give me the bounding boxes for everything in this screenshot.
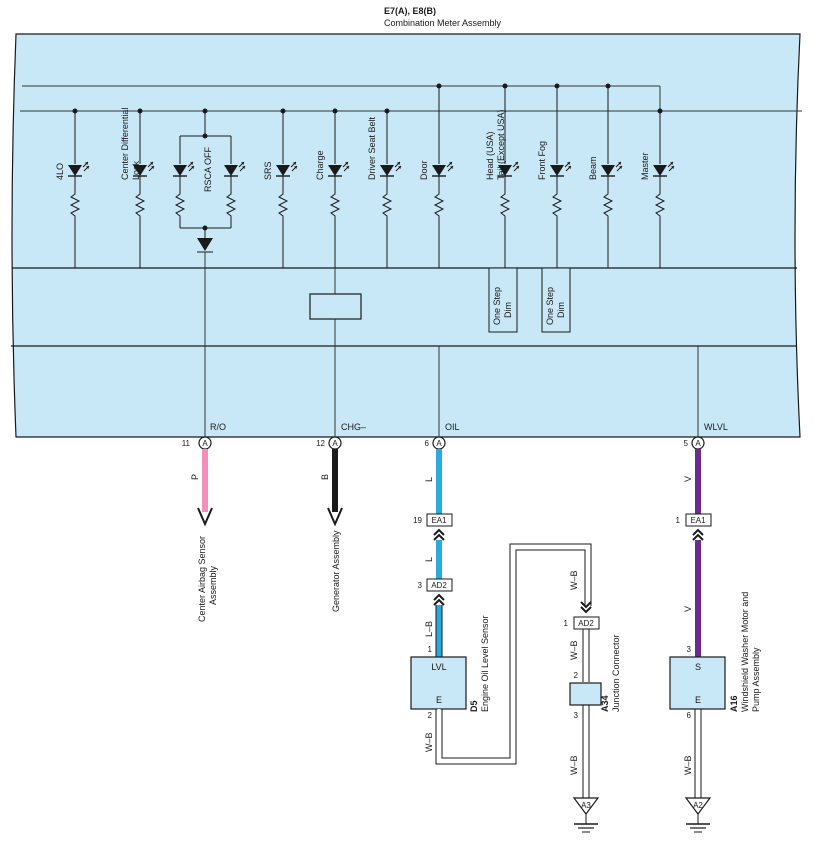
washer-ground-wire-label: W–B	[683, 755, 693, 775]
indicator-5-label: Charge	[315, 150, 325, 180]
wire-purple-washer: V EA1 1 V 3	[676, 449, 712, 657]
wire-purple-label-1: V	[683, 476, 693, 482]
oil-ad2-label: AD2	[431, 581, 447, 590]
meter-title: Combination Meter Assembly	[384, 18, 502, 28]
dim-box-2-line1: One Step	[545, 287, 555, 325]
terminal-ro-label: R/O	[210, 422, 226, 432]
washer-ea1-pin: 1	[676, 516, 681, 525]
terminal-wlvl-label: WLVL	[704, 422, 728, 432]
connector-a-5-letter: A	[695, 439, 701, 448]
washer-name-1: Windshield Washer Motor and	[740, 592, 750, 712]
indicator-2-label: Center Differential	[120, 108, 130, 180]
connector-a-12: A 12	[316, 436, 342, 450]
wire-purple-label-2: V	[683, 606, 693, 612]
connector-a-12-pin: 12	[316, 439, 325, 448]
airbag-sensor-label-2: Assembly	[208, 565, 218, 605]
dim-box-2-line2: Dim	[556, 302, 566, 318]
terminal-chg-label: CHG–	[341, 422, 366, 432]
dim-box-1-line1: One Step	[492, 287, 502, 325]
oil-ground-wire-label: W–B	[424, 732, 434, 752]
washer-name-2: Pump Assembly	[751, 647, 761, 712]
connector-a-6: A 6	[425, 436, 446, 450]
oil-sensor-code: D5	[469, 700, 479, 712]
indicator-9-label: Front Fog	[537, 141, 547, 180]
dim-box-1: One Step Dim	[488, 267, 518, 333]
connector-a-11: A 11	[182, 436, 212, 450]
junction-code: A34	[600, 695, 610, 712]
connector-a-11-letter: A	[202, 439, 208, 448]
indicator-3-label: RSCA OFF	[203, 146, 213, 192]
connector-a-6-pin: 6	[425, 439, 430, 448]
wire-pink-airbag: P Center Airbag Sensor Assembly	[190, 449, 218, 622]
wire-blue-label-1: L	[424, 477, 434, 482]
indicator-10-label: Beam	[588, 156, 598, 180]
indicator-2-label2: Lock	[131, 160, 141, 180]
indicator-8-label2: Tail (Except USA)	[496, 109, 506, 180]
generator-label: Generator Assembly	[331, 530, 341, 612]
wire-blue-label-2: L	[424, 557, 434, 562]
junction-name: Junction Connector	[611, 634, 621, 712]
oil-ea1-pin: 19	[413, 516, 422, 525]
washer-s: S	[695, 662, 701, 672]
oil-level-sensor: LVL E D5 Engine Oil Level Sensor 2	[410, 615, 490, 720]
junction-mid-wire-label: W–B	[569, 640, 579, 660]
junction-ad2-label: AD2	[578, 619, 594, 628]
indicator-1-label: 4LO	[55, 163, 65, 180]
connector-a-5: A 5	[684, 436, 705, 450]
oil-sensor-lvl: LVL	[431, 662, 446, 672]
indicator-11-label: Master	[640, 152, 650, 180]
connector-a-6-letter: A	[436, 439, 442, 448]
oil-ad2-pin: 3	[418, 581, 423, 590]
washer-code: A16	[729, 695, 739, 712]
oil-sensor-in-pin: 1	[428, 645, 433, 654]
wire-black-generator: B Generator Assembly	[320, 449, 343, 612]
oil-sensor-out-pin: 2	[428, 711, 433, 720]
washer-ea1-label: EA1	[690, 516, 706, 525]
indicator-6-label: Driver Seat Belt	[367, 116, 377, 180]
oil-sensor-name: Engine Oil Level Sensor	[480, 615, 490, 712]
wire-black-label: B	[320, 474, 330, 480]
oil-ea1-label: EA1	[431, 516, 447, 525]
wire-blue-label-3: L–B	[424, 621, 434, 637]
junction-bottom-wire-label: W–B	[569, 755, 579, 775]
connector-a-12-letter: A	[332, 439, 338, 448]
washer-in-pin: 3	[687, 645, 692, 654]
wire-blue-oil: L EA1 19 L AD2 3 L–B 1	[413, 449, 453, 657]
washer-out-pin: 6	[687, 711, 692, 720]
junction-connector: AD2 1 W–B 2 3 A34 Junction Connector W–B…	[564, 616, 621, 833]
connector-a-11-pin: 11	[182, 439, 191, 448]
ground-a2-label: A2	[693, 801, 703, 810]
airbag-sensor-label-1: Center Airbag Sensor	[197, 536, 207, 622]
washer-e: E	[695, 695, 701, 705]
indicator-8-label: Head (USA)	[485, 131, 495, 180]
charge-driver-block	[309, 293, 362, 320]
ground-a3-label: A3	[581, 801, 591, 810]
wire-wb-oil-ground: W–B W–B	[424, 543, 592, 765]
terminal-oil-label: OIL	[445, 422, 460, 432]
indicator-4-label: SRS	[263, 161, 273, 180]
oil-sensor-e: E	[436, 695, 442, 705]
meter-code: E7(A), E8(B)	[384, 6, 436, 16]
junction-out-pin: 3	[574, 711, 579, 720]
washer-motor: S E A16 Windshield Washer Motor and Pump…	[669, 592, 761, 833]
junction-top-wire-label: W–B	[569, 570, 579, 590]
indicator-7-label: Door	[419, 160, 429, 180]
dim-box-1-line2: Dim	[503, 302, 513, 318]
junction-ad2-pin: 1	[564, 619, 569, 628]
junction-in-pin: 2	[574, 671, 579, 680]
dim-box-2: One Step Dim	[541, 267, 571, 333]
meter-panel	[11, 33, 801, 438]
wire-pink-label: P	[190, 474, 200, 480]
connector-a-5-pin: 5	[684, 439, 689, 448]
